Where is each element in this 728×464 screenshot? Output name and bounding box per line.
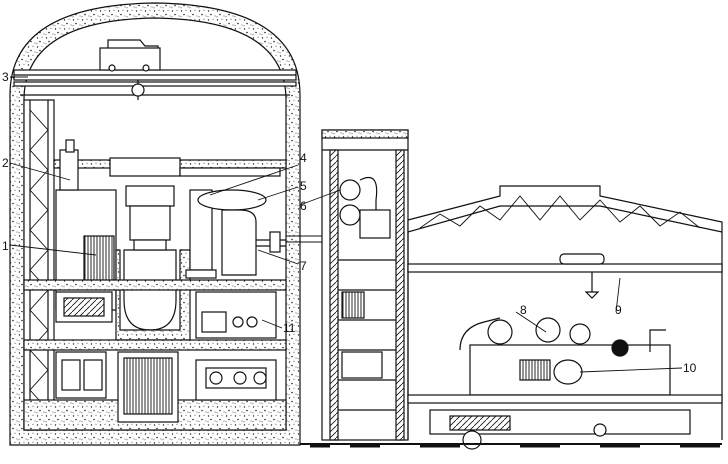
callout-8: 8 (520, 303, 527, 317)
callout-labels: 1 2 3 4 5 6 7 8 9 10 11 (2, 70, 697, 375)
callout-9: 9 (615, 303, 622, 317)
turbine-crane (407, 263, 723, 273)
callout-7: 7 (300, 259, 307, 273)
intermediate-building (321, 129, 409, 441)
callout-1: 1 (2, 239, 9, 253)
reactor-vessel (123, 185, 177, 331)
callout-3: 3 (2, 70, 9, 84)
callout-10: 10 (683, 361, 697, 375)
callout-leaders (9, 76, 683, 373)
roof-truss (407, 185, 723, 233)
steam-generator (185, 189, 286, 279)
callout-6: 6 (300, 199, 307, 213)
callout-2: 2 (2, 156, 9, 170)
callout-4: 4 (300, 151, 307, 165)
reactor-building (9, 2, 301, 446)
callout-11: 11 (283, 321, 296, 335)
crane-trolley (99, 39, 161, 100)
callout-5: 5 (300, 179, 307, 193)
turbine-generator (459, 317, 671, 396)
turbine-hall (300, 185, 723, 450)
stair-tower (23, 99, 55, 431)
